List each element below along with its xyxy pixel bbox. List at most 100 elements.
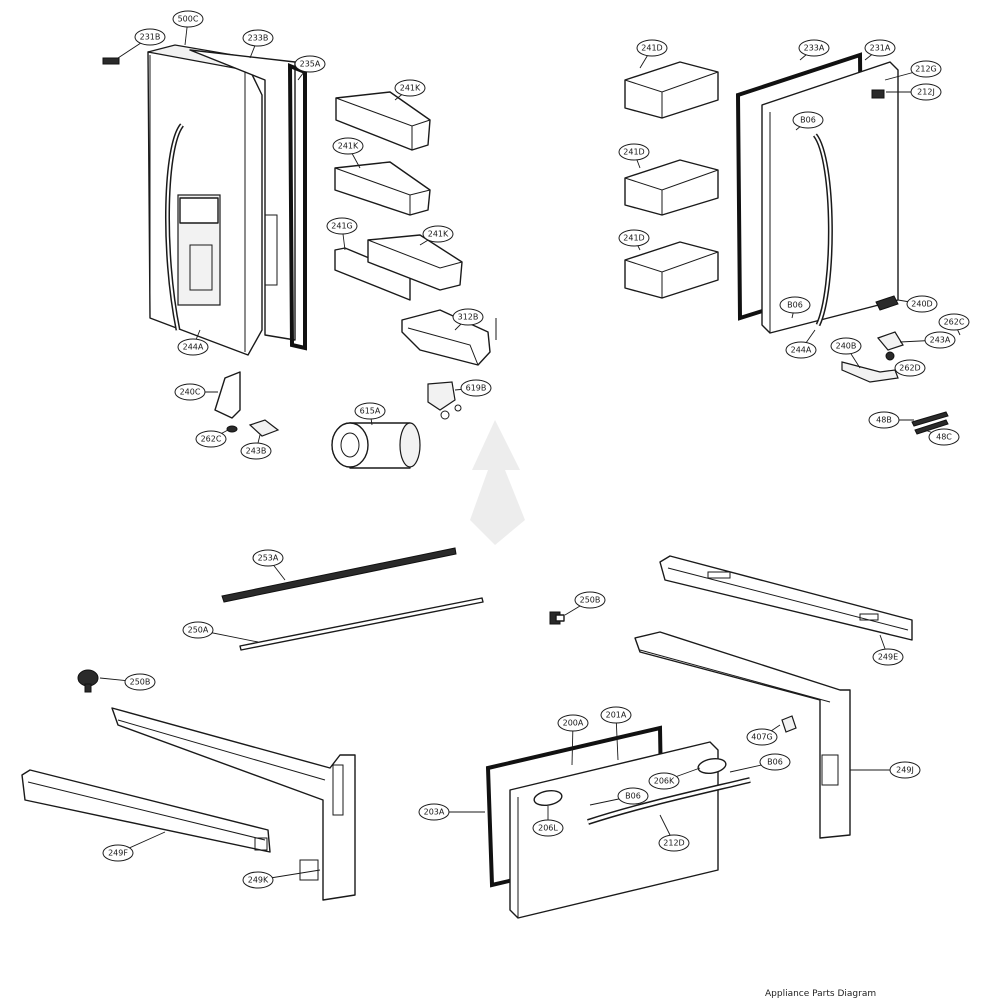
part-number-label: 250A xyxy=(188,626,209,635)
callout-oval xyxy=(779,296,811,314)
callout-c200a: 200A xyxy=(557,714,589,766)
callout-oval xyxy=(174,383,206,401)
callout-c231b: 231B xyxy=(117,28,166,59)
handle-endcap-206L xyxy=(533,789,563,807)
callout-c262c-r: 262C xyxy=(938,313,970,336)
part-number-label: 241D xyxy=(641,44,662,53)
callout-c619b: 619B xyxy=(454,379,492,397)
door-inner-liner xyxy=(189,49,296,341)
door-logo-badge xyxy=(871,89,885,99)
door-bins-left xyxy=(334,91,497,366)
part-number-label: 500C xyxy=(178,15,199,24)
part-number-label: 249F xyxy=(108,849,128,858)
callout-c241d-3: 241D xyxy=(618,229,650,251)
part-number-label: 206K xyxy=(654,777,675,786)
hinge-bracket-240C xyxy=(214,371,241,419)
drawer-bracket-249K xyxy=(111,707,356,901)
callout-oval xyxy=(636,39,668,57)
callout-oval xyxy=(910,83,942,101)
part-number-label: 231A xyxy=(870,44,891,53)
part-number-label: B06 xyxy=(625,792,641,801)
callout-oval xyxy=(924,331,956,349)
callout-c241d-1: 241D xyxy=(636,39,668,69)
callout-oval xyxy=(864,39,896,57)
part-number-label: 48C xyxy=(936,433,952,442)
callout-oval xyxy=(124,673,156,691)
part-number-label: 212J xyxy=(917,88,935,97)
callout-oval xyxy=(600,706,632,724)
callout-c244a: 244A xyxy=(177,329,209,356)
hinge-243B xyxy=(248,419,280,437)
callout-c212g: 212G xyxy=(884,60,942,81)
callout-c240d: 240D xyxy=(897,295,938,313)
callout-oval xyxy=(928,428,960,446)
callout-oval xyxy=(830,337,862,355)
part-number-label: 241K xyxy=(428,230,449,239)
part-number-label: 231B xyxy=(140,33,161,42)
callout-oval xyxy=(938,313,970,331)
part-number-label: 249K xyxy=(248,876,269,885)
part-number-label: 212D xyxy=(663,839,684,848)
callout-c500c: 500C xyxy=(172,10,204,46)
callout-oval xyxy=(889,761,921,779)
part-number-label: 250B xyxy=(130,678,151,687)
hinge-cam-240B xyxy=(841,361,899,383)
callout-oval xyxy=(574,591,606,609)
part-number-label: 253A xyxy=(258,554,279,563)
callout-c241g: 241G xyxy=(326,217,358,251)
callout-oval xyxy=(910,60,942,78)
part-number-label: 619B xyxy=(466,384,487,393)
callout-c249f: 249F xyxy=(102,831,166,862)
hinge-parts-left xyxy=(214,371,462,469)
callout-oval xyxy=(618,143,650,161)
part-number-label: 249J xyxy=(896,766,914,775)
callout-c48c: 48C xyxy=(924,428,960,446)
callout-oval xyxy=(294,55,326,73)
part-number-label: 203A xyxy=(424,808,445,817)
callout-oval xyxy=(648,772,680,790)
callout-oval xyxy=(332,137,364,155)
door-bin-241G xyxy=(334,247,411,301)
part-number-label: 240B xyxy=(836,342,857,351)
part-number-label: 244A xyxy=(183,343,204,352)
callout-oval xyxy=(242,29,274,47)
callout-oval xyxy=(240,442,272,460)
part-number-label: B06 xyxy=(800,116,816,125)
part-number-label: B06 xyxy=(767,758,783,767)
callout-oval xyxy=(422,225,454,243)
callout-c262c: 262C xyxy=(195,429,229,448)
washer-262C xyxy=(226,425,238,433)
part-number-label: 243A xyxy=(930,336,951,345)
door-gasket xyxy=(287,63,307,351)
auger-motor-615A xyxy=(331,422,421,469)
drawer-front-assembly xyxy=(485,725,751,919)
part-number-label: 243B xyxy=(246,447,267,456)
callout-c203a: 203A xyxy=(418,803,485,821)
gear-250B-left xyxy=(77,669,99,693)
shim-48C xyxy=(914,419,949,435)
part-number-label: 241D xyxy=(623,148,644,157)
callout-oval xyxy=(557,714,589,732)
part-number-label: 262C xyxy=(201,435,222,444)
callout-c241k-2: 241K xyxy=(332,137,364,169)
callout-c241k-1: 241K xyxy=(394,79,426,101)
callout-c253a: 253A xyxy=(252,549,286,581)
part-number-label: 212G xyxy=(915,65,936,74)
callout-oval xyxy=(798,39,830,57)
callout-c240c: 240C xyxy=(174,383,218,401)
part-number-label: 249E xyxy=(878,653,898,662)
part-number-label: 240C xyxy=(180,388,201,397)
callout-c206l: 206L xyxy=(532,806,564,837)
part-number-label: 201A xyxy=(606,711,627,720)
callout-c201a: 201A xyxy=(600,706,632,761)
callout-oval xyxy=(658,834,690,852)
callout-oval xyxy=(532,819,564,837)
part-number-label: 48B xyxy=(876,416,892,425)
part-number-label: 262C xyxy=(944,318,965,327)
part-number-label: 233B xyxy=(248,34,269,43)
callout-oval xyxy=(452,308,484,326)
callout-c233b: 233B xyxy=(242,29,274,59)
callout-c250a: 250A xyxy=(182,621,259,643)
callout-oval xyxy=(102,844,134,862)
screw-part xyxy=(102,57,120,65)
